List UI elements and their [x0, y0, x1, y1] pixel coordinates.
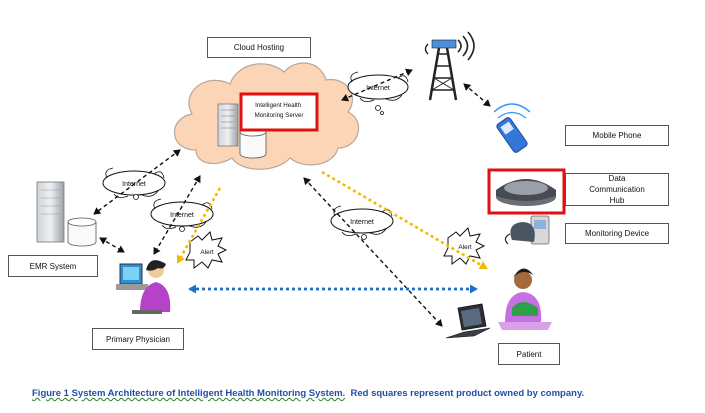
cloud-hosting-label: Cloud Hosting — [207, 37, 311, 58]
mobile-phone-label: Mobile Phone — [565, 125, 669, 146]
emr-system-label: EMR System — [8, 255, 98, 277]
alert-label-right: Alert — [458, 244, 472, 251]
caption-figure-title: Figure 1 System Architecture of Intellig… — [32, 388, 346, 399]
caption-note: Red squares represent product owned by c… — [350, 388, 585, 399]
mobile-phone-icon — [493, 103, 531, 153]
emr-server-icon — [36, 181, 65, 243]
link-cloud-laptop — [303, 177, 443, 327]
alert-arrow-physician — [176, 187, 222, 264]
alert-label-left: Alert — [200, 249, 214, 256]
link-cloud-physician — [153, 175, 201, 255]
server-icon — [217, 103, 239, 147]
patient-label: Patient — [498, 343, 560, 365]
alert-burst-right — [443, 227, 486, 265]
laptop-icon — [445, 303, 491, 339]
link-cloud-emr — [93, 149, 181, 215]
figure-caption: Figure 1 System Architecture of Intellig… — [32, 388, 584, 399]
database-icon — [239, 127, 267, 159]
hub-device-icon — [496, 179, 556, 206]
physician-icon — [116, 260, 171, 314]
link-emr-physician — [99, 237, 125, 253]
cell-tower-icon — [424, 31, 475, 101]
alert-arrow-patient — [321, 170, 488, 270]
server-highlight-box — [239, 92, 319, 132]
internet-label-right: Internet — [350, 219, 374, 226]
hub-label: Data Communication Hub — [565, 173, 669, 206]
internet-label-middle: Internet — [170, 212, 194, 219]
emr-database-icon — [67, 217, 97, 247]
monitoring-device-icon — [504, 215, 550, 245]
primary-physician-label: Primary Physician — [92, 328, 184, 350]
server-label: Intelligent Health Monitoring Server — [255, 102, 304, 119]
monitoring-device-label: Monitoring Device — [565, 223, 669, 244]
patient-icon — [498, 268, 552, 330]
link-cloud-tower — [341, 68, 413, 102]
link-tower-phone — [463, 83, 491, 107]
